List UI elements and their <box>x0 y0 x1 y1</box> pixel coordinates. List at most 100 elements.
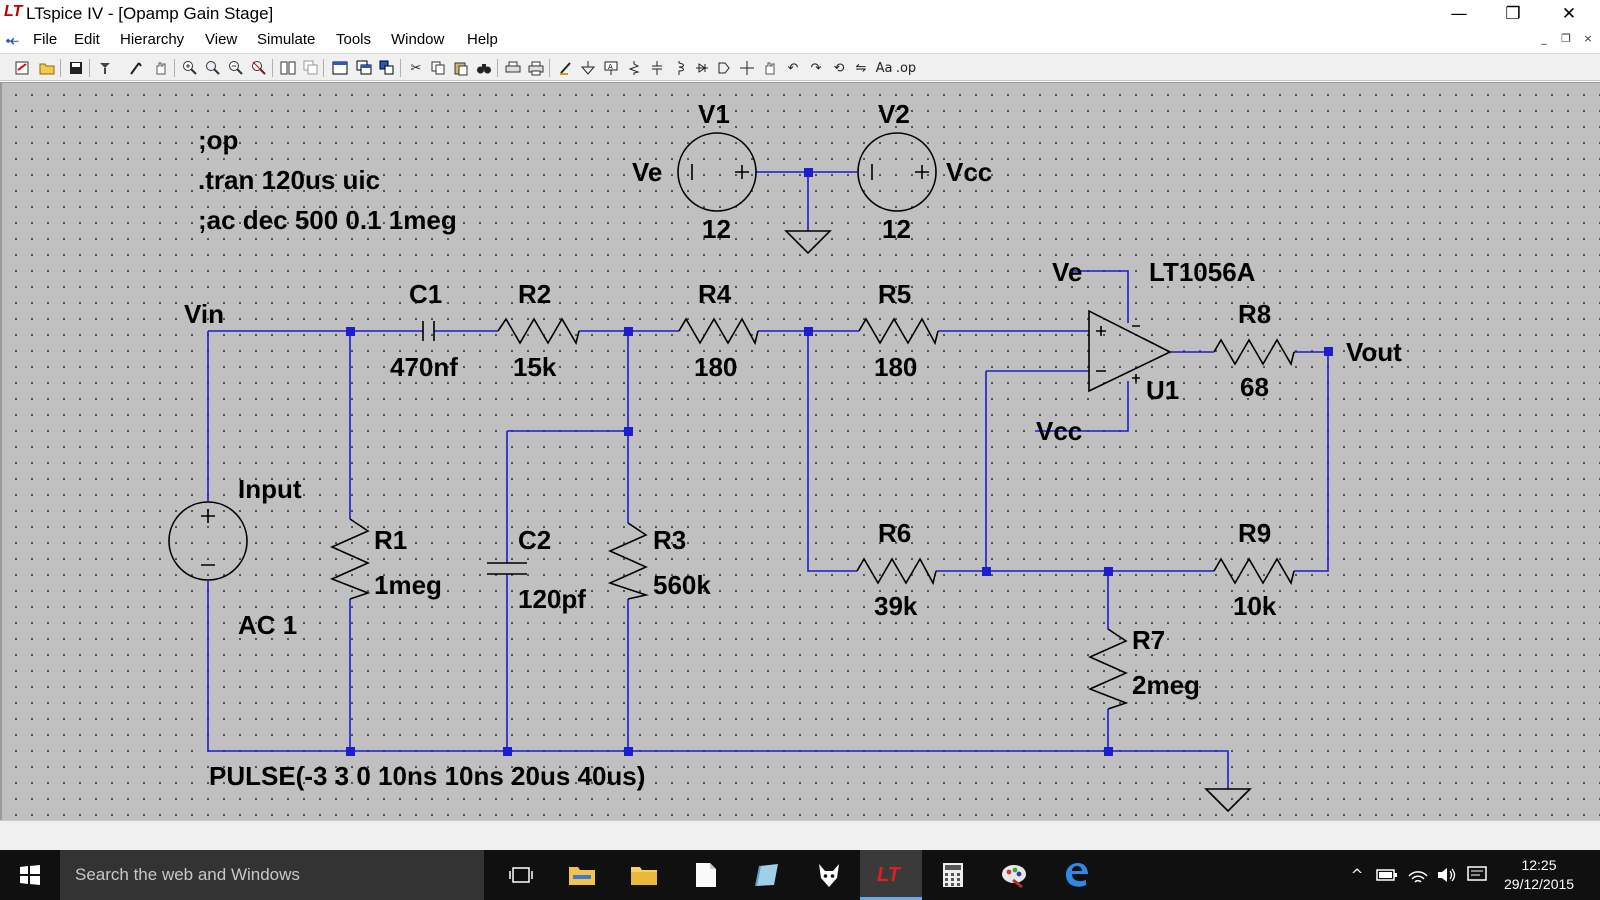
menu-simulate[interactable]: Simulate <box>257 31 316 48</box>
clock-time[interactable]: 12:25 <box>1521 857 1557 873</box>
cut-icon[interactable]: ✂ <box>410 60 422 76</box>
tile-icon[interactable] <box>278 58 298 78</box>
text-icon[interactable]: Aa <box>875 60 893 76</box>
fox-app-icon[interactable] <box>798 850 860 900</box>
voltage-source-input[interactable] <box>168 501 248 581</box>
zoom-cancel-icon[interactable] <box>249 58 269 78</box>
r4-name-label[interactable]: R4 <box>698 279 732 309</box>
find-icon[interactable] <box>474 58 494 78</box>
capacitor-icon[interactable] <box>647 58 667 78</box>
new-schematic-icon[interactable] <box>12 58 32 78</box>
resistor-r2[interactable] <box>497 317 580 346</box>
paint-icon[interactable] <box>983 850 1045 900</box>
ground-symbol-right[interactable] <box>1204 788 1252 813</box>
start-button[interactable] <box>0 850 60 900</box>
mdi-minimize-button[interactable]: _ <box>1541 32 1547 45</box>
net-label-ve-opamp[interactable]: Ve <box>1052 257 1082 287</box>
redo-icon[interactable]: ↷ <box>810 60 822 76</box>
r5-value-label[interactable]: 180 <box>874 352 917 382</box>
ltspice-icon[interactable]: LT <box>860 850 922 900</box>
opamp-model-label[interactable]: LT1056A <box>1149 257 1256 287</box>
mdi-close-button[interactable]: × <box>1583 32 1593 45</box>
maximize-button[interactable]: ❐ <box>1505 4 1521 24</box>
input-pulse-label[interactable]: PULSE(-3 3 0 10ns 10ns 20us 40us) <box>209 761 645 791</box>
net-label-vcc-right[interactable]: Vcc <box>946 157 992 187</box>
resistor-r5[interactable] <box>858 317 939 346</box>
move-icon[interactable] <box>737 58 757 78</box>
cascade-icon[interactable] <box>301 58 321 78</box>
input-value-label[interactable]: AC 1 <box>238 610 297 640</box>
r8-value-label[interactable]: 68 <box>1240 372 1269 402</box>
save-icon[interactable] <box>66 58 86 78</box>
voltage-source-v1[interactable] <box>677 132 757 212</box>
component-icon[interactable] <box>714 58 734 78</box>
schematic-canvas[interactable]: ;op .tran 120us uic ;ac dec 500 0.1 1meg… <box>0 82 1600 820</box>
notifications-icon[interactable] <box>1466 864 1488 886</box>
notepad-icon[interactable] <box>736 850 798 900</box>
folder-icon[interactable] <box>613 850 675 900</box>
copy-icon[interactable] <box>428 58 448 78</box>
r1-name-label[interactable]: R1 <box>374 525 407 555</box>
resistor-r3[interactable] <box>607 522 649 600</box>
menu-hierarchy[interactable]: Hierarchy <box>120 31 185 48</box>
zoom-out-icon[interactable] <box>226 58 246 78</box>
c2-name-label[interactable]: C2 <box>518 525 551 555</box>
directive-tran[interactable]: .tran 120us uic <box>198 165 380 195</box>
resistor-r8[interactable] <box>1213 338 1295 367</box>
menu-view[interactable]: View <box>205 31 238 48</box>
v1-name-label[interactable]: V1 <box>698 99 730 129</box>
net-label-ve-left[interactable]: Ve <box>632 157 662 187</box>
close-button[interactable]: ✕ <box>1561 4 1577 24</box>
open-icon[interactable] <box>37 58 57 78</box>
c2-value-label[interactable]: 120pf <box>518 584 586 614</box>
directive-op[interactable]: ;op <box>198 125 238 155</box>
r5-name-label[interactable]: R5 <box>878 279 911 309</box>
r3-name-label[interactable]: R3 <box>653 525 686 555</box>
opamp-u1[interactable] <box>1088 309 1172 393</box>
hierarchy-icon[interactable] <box>377 58 397 78</box>
menu-file[interactable]: File <box>33 31 58 48</box>
inductor-icon[interactable] <box>669 58 689 78</box>
c1-name-label[interactable]: C1 <box>409 279 442 309</box>
r7-name-label[interactable]: R7 <box>1132 625 1165 655</box>
r2-value-label[interactable]: 15k <box>513 352 557 382</box>
net-label-vin[interactable]: Vin <box>184 299 224 329</box>
ground-symbol-top[interactable] <box>784 230 832 255</box>
resistor-icon[interactable] <box>624 58 644 78</box>
menu-help[interactable]: Help <box>467 31 498 48</box>
document-system-menu-icon[interactable]: ⤝ <box>6 30 19 49</box>
paste-icon[interactable] <box>451 58 471 78</box>
capacitor-c2[interactable] <box>487 562 527 575</box>
menu-tools[interactable]: Tools <box>336 31 372 48</box>
menu-edit[interactable]: Edit <box>74 31 100 48</box>
schematic-drawing[interactable]: ;op .tran 120us uic ;ac dec 500 0.1 1meg… <box>2 83 1600 820</box>
resistor-r4[interactable] <box>678 317 759 346</box>
opamp-ref-label[interactable]: U1 <box>1146 375 1179 405</box>
print-setup-icon[interactable] <box>503 58 523 78</box>
v2-name-label[interactable]: V2 <box>878 99 910 129</box>
taskbar-search-box[interactable]: Search the web and Windows <box>60 850 484 900</box>
edge-icon[interactable] <box>1045 850 1107 900</box>
r7-value-label[interactable]: 2meg <box>1132 670 1200 700</box>
task-view-icon[interactable] <box>490 850 552 900</box>
print-icon[interactable] <box>526 58 546 78</box>
pan-icon[interactable] <box>151 58 171 78</box>
mdi-restore-button[interactable]: ❐ <box>1561 32 1571 45</box>
r2-name-label[interactable]: R2 <box>518 279 551 309</box>
undo-icon[interactable]: ↶ <box>787 60 799 76</box>
file-explorer-icon[interactable] <box>551 850 613 900</box>
v1-value-label[interactable]: 12 <box>702 214 731 244</box>
autoscale-icon[interactable] <box>330 58 350 78</box>
tray-chevron-icon[interactable]: ^ <box>1350 866 1364 884</box>
net-label-vcc-opamp[interactable]: Vcc <box>1036 416 1082 446</box>
zoom-full-icon[interactable] <box>203 58 223 78</box>
mirror-icon[interactable]: ⇋ <box>855 60 867 76</box>
resistor-r9[interactable] <box>1213 557 1295 586</box>
wifi-icon[interactable] <box>1407 864 1429 886</box>
r9-value-label[interactable]: 10k <box>1233 591 1277 621</box>
directive-ac[interactable]: ;ac dec 500 0.1 1meg <box>198 205 457 235</box>
calculator-icon[interactable] <box>922 850 984 900</box>
ground-icon[interactable] <box>578 58 598 78</box>
run-icon[interactable] <box>126 58 146 78</box>
voltage-source-v2[interactable] <box>857 132 937 212</box>
